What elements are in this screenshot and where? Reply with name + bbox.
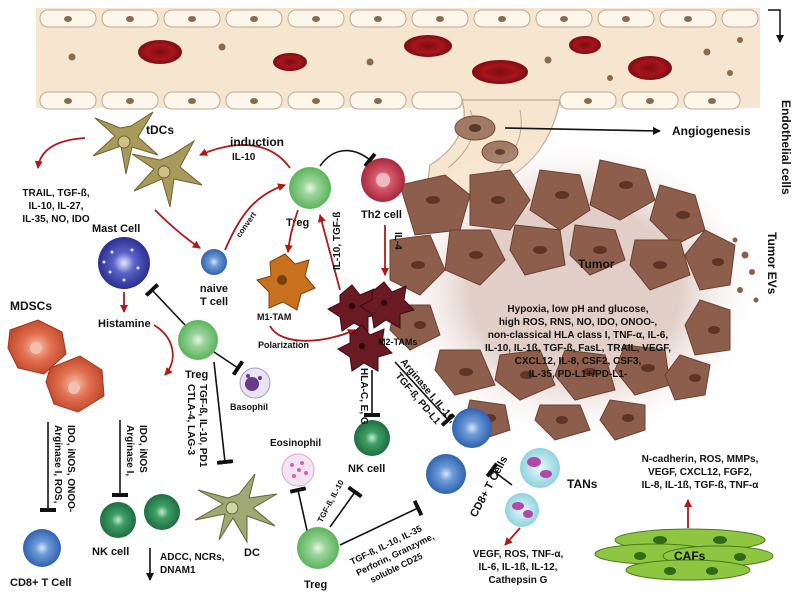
svg-text:IL-6, IL-1ß, IL-12,: IL-6, IL-1ß, IL-12, (479, 562, 558, 573)
svg-text:VEGF, CXCL12, FGF2,: VEGF, CXCL12, FGF2, (648, 467, 752, 478)
caf-factors-text: N-cadherin, ROS, MMPs, VEGF, CXCL12, FGF… (642, 454, 760, 491)
il10-tgfb-vertical-label: IL-10, TGF-ß (332, 212, 343, 270)
tdcs-label: tDCs (146, 123, 174, 137)
tumor-mass (385, 135, 765, 445)
treg-mid-label: Treg (185, 369, 208, 381)
svg-text:IDO, iNOS: IDO, iNOS (137, 425, 148, 473)
cd8-t-cell-left-label: CD8+ T Cell (10, 577, 71, 589)
th2-cell-label: Th2 cell (361, 209, 402, 221)
endothelial-cells-label: Endothelial cells (779, 100, 793, 195)
treg-factors-vertical-text: TGF-ß, IL-10, PD1 CTLA-4, LAG-3 (185, 384, 208, 468)
svg-text:Arginase I,: Arginase I, (124, 425, 135, 476)
tan-factors-text: VEGF, ROS, TNF-α, IL-6, IL-1ß, IL-12, Ca… (473, 549, 564, 586)
dc-label: DC (244, 547, 260, 559)
treg-cell-bottom (297, 527, 339, 569)
svg-text:ADCC, NCRs,: ADCC, NCRs, (160, 552, 225, 563)
naive-t-cell-label: naive (200, 283, 228, 295)
nk-functions-text: ADCC, NCRs, DNAM1 (160, 552, 225, 576)
cd8-t-cell-left (23, 529, 61, 567)
svg-text:Arginase I, ROS,: Arginase I, ROS, (52, 425, 63, 504)
hla-ceg-label: HLA-C, E, G (358, 368, 369, 425)
svg-text:IL-35, PD-L1+/PD-L1-: IL-35, PD-L1+/PD-L1- (529, 369, 628, 380)
tumor-label: Tumor (578, 257, 615, 271)
cd8-t-cells-label: CD8+ T Cells (468, 454, 510, 519)
tumor-evs-label: Tumor EVs (765, 232, 779, 295)
naive-t-cell-label-2: T cell (200, 296, 228, 308)
mdscs-label: MDSCs (10, 299, 52, 313)
svg-text:VEGF, ROS, TNF-α,: VEGF, ROS, TNF-α, (473, 549, 564, 560)
tdc-factors-text: TRAIL, TGF-ß, IL-10, IL-27, IL-35, NO, I… (22, 188, 89, 225)
tumor-factors-text: Hypoxia, low pH and glucose, high ROS, R… (485, 304, 671, 380)
mast-cell (98, 237, 150, 289)
induction-label: induction (230, 135, 284, 149)
svg-text:IL-35, NO, IDO: IL-35, NO, IDO (22, 214, 89, 225)
mdsc-cells (7, 319, 105, 413)
naive-t-cell (201, 249, 227, 275)
svg-text:Hypoxia, low pH and glucose,: Hypoxia, low pH and glucose, (507, 304, 648, 315)
m1-tam-label: M1-TAM (257, 312, 291, 322)
svg-text:TGF-ß, IL-10, PD1: TGF-ß, IL-10, PD1 (197, 384, 208, 468)
treg-bottom-label: Treg (304, 579, 327, 591)
svg-text:IL-8, IL-1ß, TGF-ß, TNF-α: IL-8, IL-1ß, TGF-ß, TNF-α (642, 480, 760, 491)
treg-cell-top (289, 167, 331, 209)
th2-cell (361, 158, 405, 202)
il10-induction-label: IL-10 (232, 152, 256, 163)
eosinophil-label: Eosinophil (270, 438, 321, 449)
m1-tam-cell (256, 253, 316, 311)
treg-cell-mid (178, 320, 218, 360)
svg-text:IDO, iNOS, ONOO-: IDO, iNOS, ONOO- (65, 425, 76, 512)
svg-text:Cathepsin G: Cathepsin G (489, 575, 548, 586)
tumor-ev-dots (732, 237, 759, 303)
tolerogenic-dendritic-cells (92, 111, 203, 208)
mast-cell-label: Mast Cell (92, 223, 140, 235)
m2-tams-cells (327, 281, 415, 372)
mdsc-factors-text: Arginase I, ROS, IDO, iNOS, ONOO- (52, 425, 76, 512)
tumor-associated-neutrophils (505, 448, 560, 527)
nk-cell-mid (354, 420, 390, 456)
angiogenesis-label: Angiogenesis (672, 124, 751, 138)
svg-text:IL-10, IL-27,: IL-10, IL-27, (28, 201, 83, 212)
svg-text:high ROS, RNS, NO, IDO, ONOO-,: high ROS, RNS, NO, IDO, ONOO-, (499, 317, 658, 328)
svg-text:non-classical HLA class I, TNF: non-classical HLA class I, TNF-α, IL-6, (488, 330, 668, 341)
svg-text:CTLA-4, LAG-3: CTLA-4, LAG-3 (185, 384, 196, 456)
basophil-label: Basophil (230, 402, 268, 412)
nk-cells-left (100, 494, 180, 538)
eosinophil-cell (281, 453, 315, 487)
histamine-label: Histamine (98, 318, 151, 330)
treg-bottom-factors-text: TGF-ß, IL-10, IL-35 Perforin, Granzyme, … (348, 523, 435, 584)
nk-cell-left-label: NK cell (92, 546, 129, 558)
cd8-t-cells (426, 408, 492, 494)
svg-text:DNAM1: DNAM1 (160, 565, 196, 576)
arginase-ido-inos-text: Arginase I, IDO, iNOS (124, 425, 148, 476)
cancer-associated-fibroblasts (594, 528, 774, 581)
tgfb-il10-small-label: TGF-ß, IL-10 (316, 478, 346, 524)
svg-text:N-cadherin, ROS, MMPs,: N-cadherin, ROS, MMPs, (642, 454, 759, 465)
il4-label: IL-4 (392, 232, 403, 250)
tans-label: TANs (567, 477, 598, 491)
polarization-label: Polarization (258, 340, 309, 350)
svg-text:CXCL12, IL-8, CSF2, CSF3,: CXCL12, IL-8, CSF2, CSF3, (515, 356, 642, 367)
cafs-label: CAFs (674, 549, 706, 563)
nk-cell-mid-label: NK cell (348, 463, 385, 475)
svg-text:IL-10, IL-1ß, TGF-ß, FasL, TRA: IL-10, IL-1ß, TGF-ß, FasL, TRAIL, VEGF, (485, 343, 671, 354)
m2-tams-label: M2-TAMs (378, 337, 417, 347)
basophil-cell (239, 367, 271, 399)
svg-text:TRAIL, TGF-ß,: TRAIL, TGF-ß, (22, 188, 89, 199)
treg-top-label: Treg (286, 217, 309, 229)
dendritic-cell (194, 473, 278, 544)
